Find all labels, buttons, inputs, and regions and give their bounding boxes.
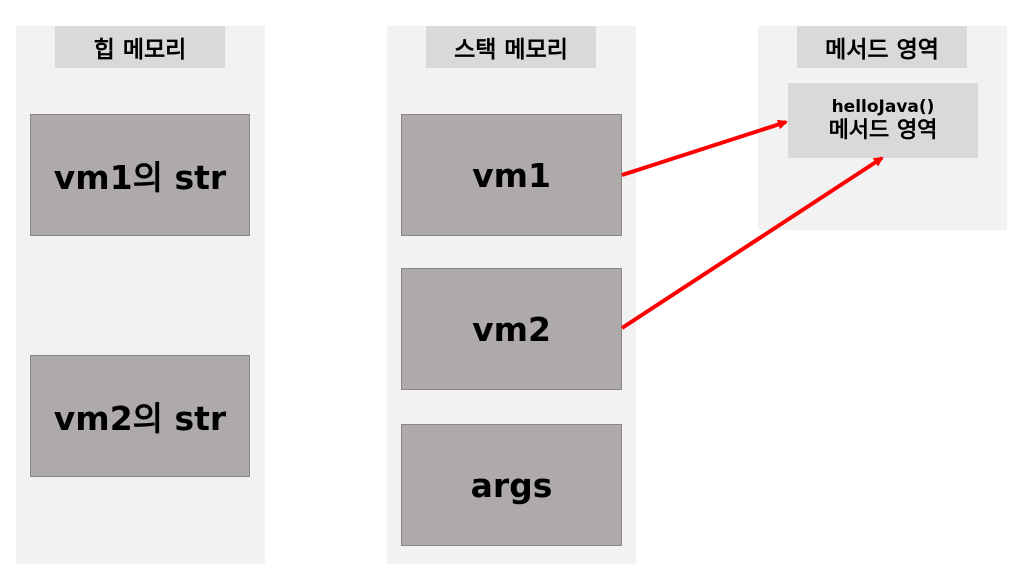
stack-item-vm1: vm1: [401, 114, 622, 236]
method-area-title: 메서드 영역: [797, 26, 967, 68]
heap-item-vm1-str: vm1의 str: [30, 114, 250, 236]
heap-memory-title: 힙 메모리: [55, 26, 225, 68]
method-hellojava-box: helloJava() 메서드 영역: [788, 83, 978, 158]
method-label: 메서드 영역: [828, 117, 938, 143]
stack-item-args: args: [401, 424, 622, 546]
heap-item-vm2-str: vm2의 str: [30, 355, 250, 477]
stack-item-vm2: vm2: [401, 268, 622, 390]
arrow-vm1-to-method: [621, 119, 788, 177]
stack-memory-title: 스택 메모리: [426, 26, 596, 68]
method-name: helloJava(): [831, 97, 935, 118]
arrow-vm2-to-method: [620, 156, 884, 330]
